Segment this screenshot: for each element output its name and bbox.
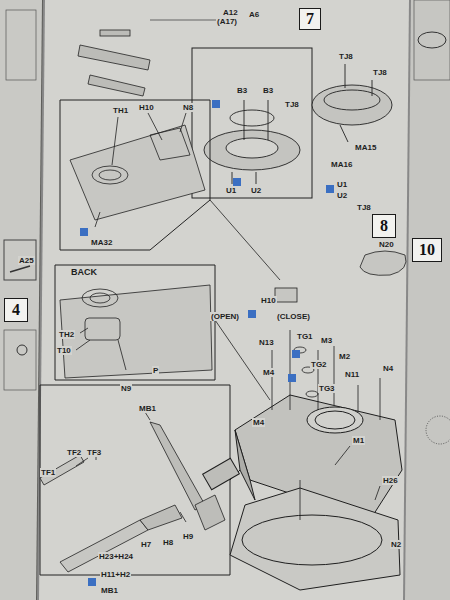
part-label: TJ8 (356, 203, 372, 212)
part-label: MB1 (138, 404, 157, 413)
part-label: MA16 (330, 160, 353, 169)
part-label: H11+H2 (100, 570, 131, 579)
part-label: (OPEN) (210, 312, 240, 321)
part-label: U1 (336, 180, 348, 189)
part-label: TJ8 (338, 52, 354, 61)
part-label: TH2 (58, 330, 75, 339)
part-label: N2 (390, 540, 402, 549)
part-label: TG3 (318, 384, 336, 393)
part-label: H23+H24 (98, 552, 134, 561)
part-label: T10 (56, 346, 72, 355)
part-label: MB1 (100, 586, 119, 595)
step-number-box: 7 (299, 8, 321, 30)
part-label: TJ8 (372, 68, 388, 77)
part-label: TF1 (40, 468, 56, 477)
part-label: A25 (18, 256, 35, 265)
part-label: MA15 (354, 143, 377, 152)
part-label: M2 (338, 352, 351, 361)
step-number-box: 10 (412, 238, 442, 262)
part-label: TF3 (86, 448, 102, 457)
part-label: B3 (236, 86, 248, 95)
step-number: 4 (12, 301, 20, 319)
part-label: N9 (120, 384, 132, 393)
part-label: TG1 (296, 332, 314, 341)
part-label: MA32 (90, 238, 113, 247)
part-label: N8 (182, 103, 194, 112)
step-number-box: 4 (4, 298, 28, 322)
step-number: 8 (380, 217, 388, 235)
part-label: H7 (140, 540, 152, 549)
part-label: M1 (352, 436, 365, 445)
part-label: H26 (382, 476, 399, 485)
part-label: (A17) (216, 17, 238, 26)
part-label: N20 (378, 240, 395, 249)
part-label: M3 (320, 336, 333, 345)
part-label: (CLOSE) (276, 312, 311, 321)
part-label: TF2 (66, 448, 82, 457)
part-label: U1 (225, 186, 237, 195)
part-label: TJ8 (284, 100, 300, 109)
part-label: U2 (250, 186, 262, 195)
part-label: P (152, 366, 159, 375)
part-label: N4 (382, 364, 394, 373)
part-label: H8 (162, 538, 174, 547)
step-number: 7 (306, 10, 314, 28)
part-label: BACK (70, 268, 98, 277)
part-label: A6 (248, 10, 260, 19)
part-label: M4 (262, 368, 275, 377)
part-label: N13 (258, 338, 275, 347)
part-label: TG2 (310, 360, 328, 369)
part-label: TH1 (112, 106, 129, 115)
part-label: H9 (182, 532, 194, 541)
part-label: U2 (336, 191, 348, 200)
step-number-box: 8 (372, 214, 396, 238)
part-label: M4 (252, 418, 265, 427)
part-label: H10 (138, 103, 155, 112)
part-label: N11 (344, 370, 360, 379)
part-label: H10 (260, 296, 277, 305)
part-label: B3 (262, 86, 274, 95)
step-number: 10 (419, 241, 435, 259)
part-label: A12 (222, 8, 239, 17)
